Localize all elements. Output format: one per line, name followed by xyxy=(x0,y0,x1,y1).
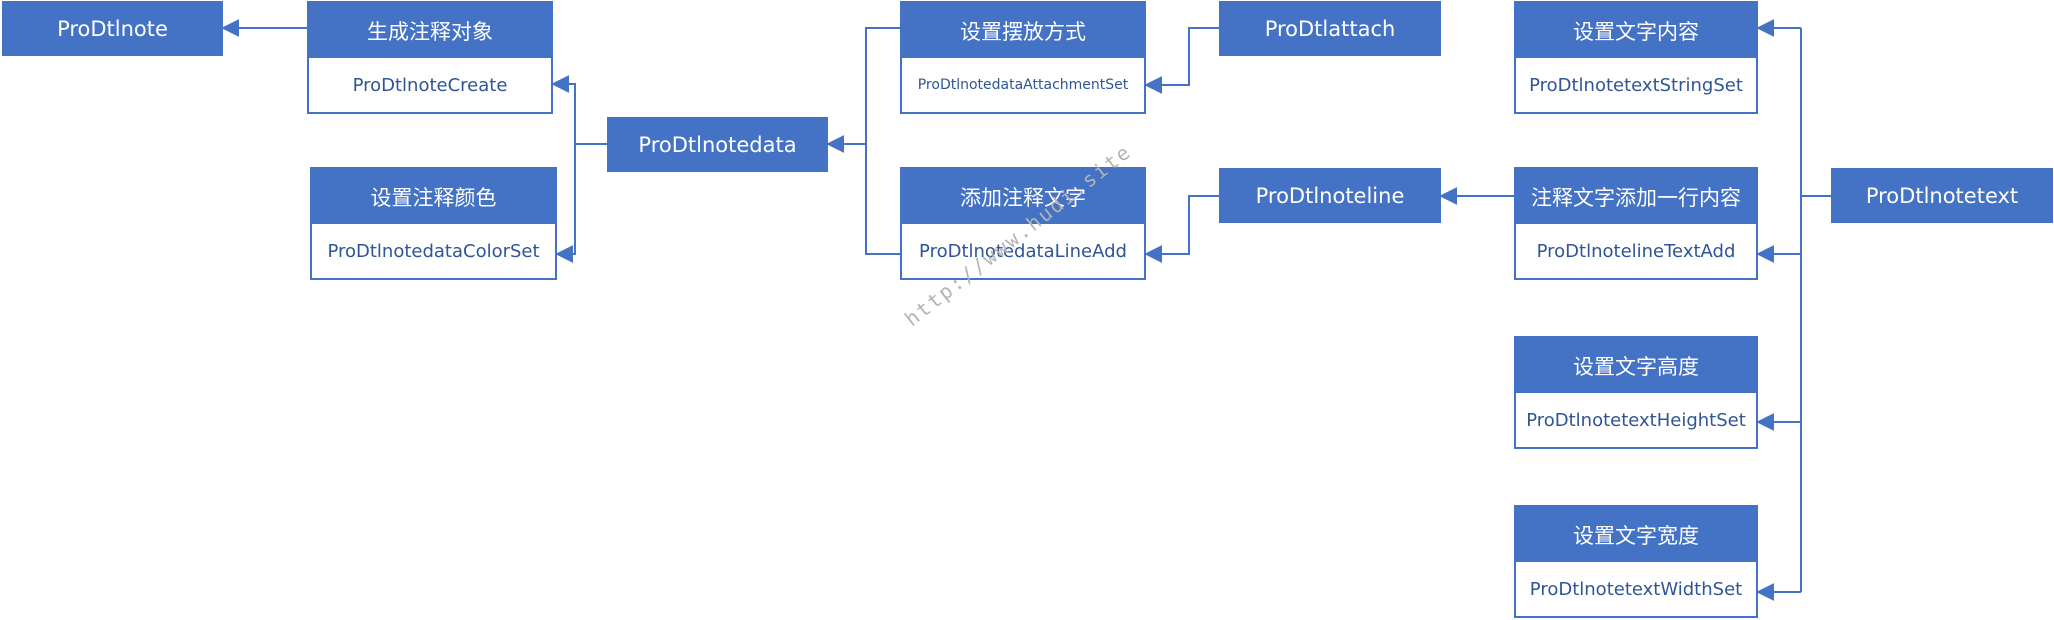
card-title: 设置注释颜色 xyxy=(312,169,555,224)
card-color-set: 设置注释颜色 ProDtlnotedataColorSet xyxy=(310,167,557,280)
connector-prodtlattach-to-attachmentset xyxy=(1144,27,1219,94)
card-title: 设置文字宽度 xyxy=(1516,507,1756,562)
card-function: ProDtlnotedataLineAdd xyxy=(919,240,1127,262)
card-create: 生成注释对象 ProDtlnoteCreate xyxy=(307,1,553,114)
card-function: ProDtlnotedataColorSet xyxy=(327,240,540,262)
card-title: 注释文字添加一行内容 xyxy=(1516,169,1756,224)
node-prodtlnotedata: ProDtlnotedata xyxy=(607,117,828,172)
card-text-add: 注释文字添加一行内容 ProDtlnotelineTextAdd xyxy=(1514,167,1758,280)
connector-attach-group-to-notedata xyxy=(865,27,900,255)
card-width-set: 设置文字宽度 ProDtlnotetextWidthSet xyxy=(1514,505,1758,618)
connector-notedata-to-create xyxy=(551,75,607,145)
node-prodtlnotetext: ProDtlnotetext xyxy=(1831,168,2053,223)
card-function: ProDtlnoteCreate xyxy=(352,74,508,96)
card-function: ProDtlnotetextWidthSet xyxy=(1529,578,1743,600)
card-function: ProDtlnotetextHeightSet xyxy=(1526,409,1746,431)
card-title: 设置文字高度 xyxy=(1516,338,1756,393)
card-string-set: 设置文字内容 ProDtlnotetextStringSet xyxy=(1514,1,1758,114)
connector-prodtlnotetext-bus xyxy=(1800,28,1831,592)
card-function: ProDtlnotetextStringSet xyxy=(1529,74,1743,96)
card-attachment-set: 设置摆放方式 ProDtlnotedataAttachmentSet xyxy=(900,1,1146,114)
card-title: 生成注释对象 xyxy=(309,3,551,58)
card-title: 添加注释文字 xyxy=(902,169,1144,224)
node-prodtlnoteline: ProDtlnoteline xyxy=(1219,168,1441,223)
card-line-add: 添加注释文字 ProDtlnotedataLineAdd xyxy=(900,167,1146,280)
node-prodtlnote: ProDtlnote xyxy=(2,1,223,56)
connector-prodtlnoteline-to-lineadd xyxy=(1144,195,1219,263)
connector-notedata-to-colorset xyxy=(555,144,576,263)
card-height-set: 设置文字高度 ProDtlnotetextHeightSet xyxy=(1514,336,1758,449)
node-prodtlattach: ProDtlattach xyxy=(1219,1,1441,56)
card-title: 设置摆放方式 xyxy=(902,3,1144,58)
card-function: ProDtlnotedataAttachmentSet xyxy=(917,77,1129,93)
card-title: 设置文字内容 xyxy=(1516,3,1756,58)
card-function: ProDtlnotelineTextAdd xyxy=(1536,240,1736,262)
